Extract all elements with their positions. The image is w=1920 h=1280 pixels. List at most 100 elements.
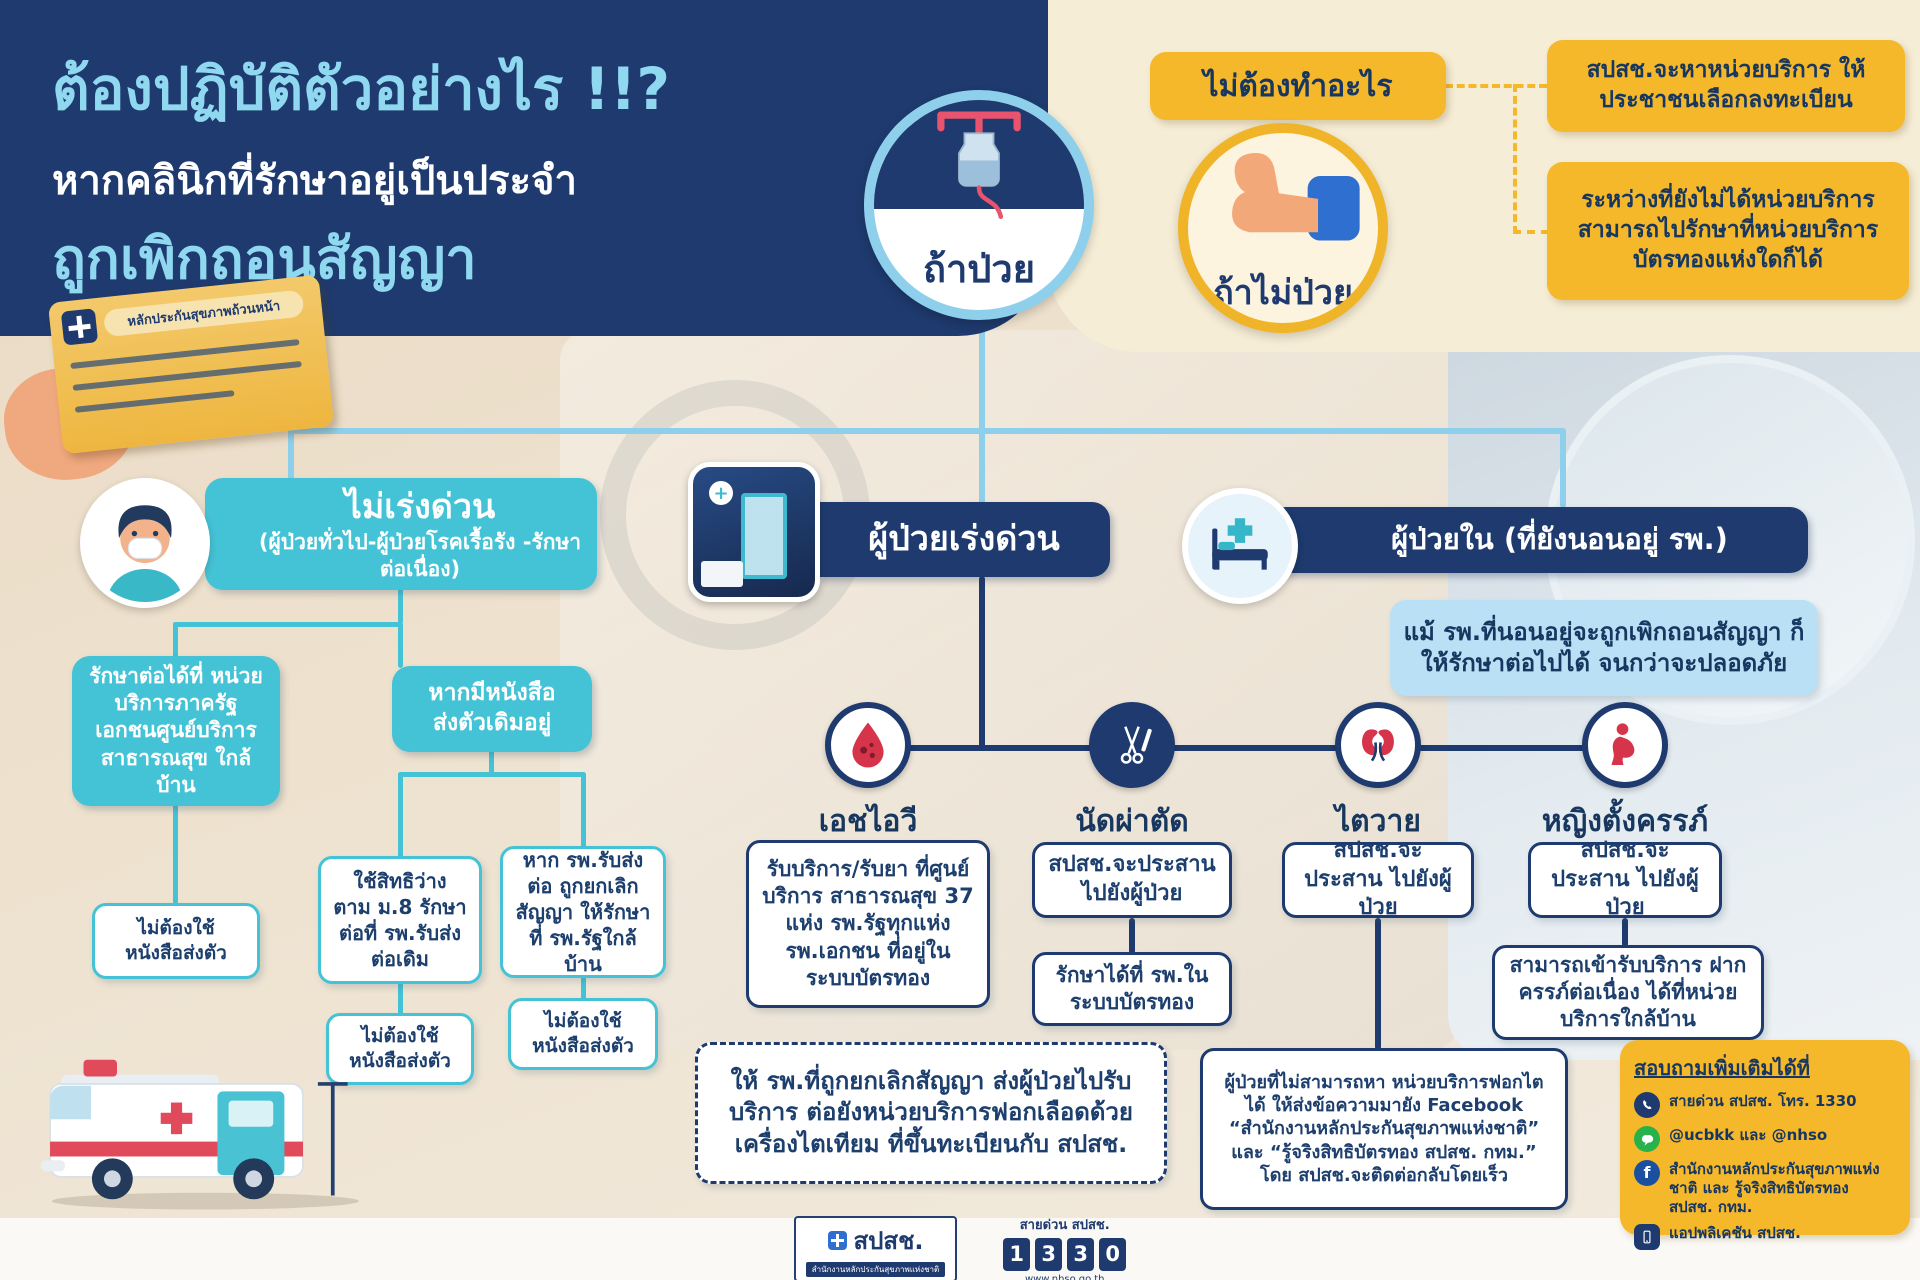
no-action-note-2: ระหว่างที่ยังไม่ได้หน่วยบริการ สามารถไปร…: [1547, 162, 1909, 300]
hotline-digit: 0: [1099, 1237, 1127, 1271]
connector-line: [398, 772, 584, 777]
card-text-line: [72, 360, 302, 391]
ambulance-illustration: [40, 1059, 359, 1210]
surgery-node: [1089, 702, 1175, 788]
connector-line: [288, 428, 294, 482]
hotline-digit: 1: [1003, 1237, 1031, 1271]
clinic-counter: [701, 561, 743, 587]
pregnant-woman-icon: [1611, 723, 1635, 765]
connector-line: [489, 750, 494, 776]
clinic-photo-thumb: +: [688, 462, 820, 602]
connector-line: [398, 588, 403, 624]
connector-line: [1375, 918, 1381, 1050]
hiv-label: เอชไอวี: [818, 804, 918, 839]
nhso-logo-text: สปสช.: [853, 1227, 924, 1255]
kidney-extra-box: ผู้ป่วยที่ไม่สามารถหา หน่วยบริการฟอกไตได…: [1200, 1048, 1568, 1210]
dashed-connector: [1513, 230, 1549, 234]
no-action-note-1: สปสช.จะหาหน่วยบริการ ให้ประชาชนเลือกลงทะ…: [1547, 40, 1905, 132]
non-urgent-title: ไม่เร่งด่วน: [344, 486, 496, 527]
page-title-line1: ต้องปฏิบัติตัวอย่างไร !!?: [52, 55, 671, 123]
contact-phone-text: สายด่วน สปสช. โทร. 1330: [1669, 1092, 1857, 1110]
mobile-app-icon: [1634, 1224, 1660, 1251]
clinic-cross-icon: +: [709, 481, 733, 505]
line-chat-icon: [1634, 1126, 1660, 1152]
blood-drop-icon: [852, 722, 884, 768]
pregnant-label: หญิงตั้งครรภ์: [1541, 804, 1709, 839]
contact-line-text: @ucbkk และ @nhso: [1669, 1126, 1828, 1144]
hotline-digit: 3: [1035, 1237, 1063, 1271]
dashed-connector: [1445, 84, 1547, 88]
connector-line: [581, 772, 586, 848]
kidneys-icon: [1362, 729, 1394, 762]
surgery-tools-icon: [1120, 726, 1152, 764]
kidney-detail-box: สปสช.จะประสาน ไปยังผู้ป่วย: [1282, 838, 1474, 920]
hotline-label: สายด่วน สปสช.: [1019, 1217, 1110, 1233]
phone-icon: [1634, 1092, 1660, 1118]
health-card-illustration: หลักประกันสุขภาพถ้วนหน้า: [0, 265, 351, 486]
if-not-sick-node: ถ้าไม่ป่วย: [1178, 123, 1388, 333]
pregnant-node: [1582, 702, 1668, 788]
connector-line: [979, 428, 985, 504]
nhso-emblem-icon: [827, 1231, 847, 1250]
connector-line: [173, 622, 178, 658]
treat-public-box: รักษาต่อได้ที่ หน่วยบริการภาครัฐ เอกชนศู…: [72, 656, 280, 806]
iv-drip-icon: [937, 111, 1021, 220]
pregnant-extra-box: สามารถเข้ารับบริการ ฝากครรภ์ต่อเนื่อง ได…: [1492, 945, 1764, 1040]
clinic-door: [741, 493, 787, 579]
kidney-node: [1335, 702, 1421, 788]
hiv-node: [825, 702, 911, 788]
contact-box: สอบถามเพิ่มเติมได้ที่ สายด่วน สปสช. โทร.…: [1620, 1040, 1910, 1251]
hospital-bed-icon: [1212, 518, 1268, 570]
contact-app-text: แอปพลิเคชัน สปสช.: [1669, 1224, 1801, 1243]
connector-line: [1622, 918, 1628, 947]
connector-line: [398, 982, 403, 1015]
dialysis-note-box: ให้ รพ.ที่ถูกยกเลิกสัญญา ส่งผู้ป่วยไปรับ…: [695, 1042, 1167, 1184]
referral-cancelled-box: หาก รพ.รับส่งต่อ ถูกยกเลิกสัญญา ให้รักษา…: [500, 846, 666, 978]
connector-line: [173, 622, 401, 627]
inpatient-header: ผู้ป่วยใน (ที่ยังนอนอยู่ รพ.): [1268, 507, 1808, 573]
connector-line: [398, 622, 403, 668]
strong-arm-icon: [1232, 152, 1360, 241]
surgery-extra-box: รักษาได้ที่ รพ.ในระบบบัตรทอง: [1032, 952, 1232, 1026]
has-referral-box: หากมีหนังสือ ส่งตัวเดิมอยู่: [392, 666, 592, 752]
card-cross-icon: [60, 308, 99, 346]
facebook-icon: f: [1634, 1160, 1660, 1186]
if-sick-label: ถ้าป่วย: [922, 247, 1036, 291]
connector-line: [1129, 918, 1135, 954]
no-referral-box-2: ไม่ต้องใช้ หนังสือส่งตัว: [326, 1013, 474, 1085]
connector-line: [288, 428, 1565, 434]
card-text-line: [74, 390, 235, 413]
contact-title: สอบถามเพิ่มเติมได้ที่: [1634, 1056, 1810, 1080]
connector-line: [581, 976, 586, 1000]
contact-line-row: @ucbkk และ @nhso: [1634, 1126, 1896, 1152]
page-title-line2: หากคลินิกที่รักษาอยู่เป็นประจำ: [52, 158, 577, 204]
non-urgent-header: ไม่เร่งด่วน (ผู้ป่วยทั่วไป-ผู้ป่วยโรคเรื…: [205, 478, 597, 590]
nhso-logo-row: สปสช.: [827, 1221, 924, 1260]
hotline-block: สายด่วน สปสช. 1 3 3 0 www.nhso.go.th: [1003, 1214, 1127, 1280]
connector-line: [398, 772, 403, 858]
connector-line: [173, 804, 178, 904]
pregnant-detail-box: สปสช.จะประสาน ไปยังผู้ป่วย: [1528, 838, 1722, 920]
hiv-detail-box: รับบริการ/รับยา ที่ศูนย์บริการ สาธารณสุข…: [746, 840, 990, 1008]
no-action-box: ไม่ต้องทำอะไร: [1150, 52, 1446, 120]
m8-rights-box: ใช้สิทธิว่าง ตาม ม.8 รักษาต่อที่ รพ.รับส…: [318, 856, 482, 984]
footer-bar: สปสช. สำนักงานหลักประกันสุขภาพแห่งชาติ ส…: [0, 1216, 1920, 1280]
if-not-sick-label: ถ้าไม่ป่วย: [1213, 273, 1353, 313]
no-referral-box-1: ไม่ต้องใช้ หนังสือส่งตัว: [92, 903, 260, 979]
contact-facebook-row: f สำนักงานหลักประกันสุขภาพแห่งชาติ และ ร…: [1634, 1160, 1896, 1216]
masked-person-icon: [86, 484, 204, 602]
surgery-label: นัดผ่าตัด: [1075, 804, 1189, 839]
connector-line: [979, 576, 985, 748]
hotline-digit: 3: [1067, 1237, 1095, 1271]
kidney-label: ไตวาย: [1335, 804, 1421, 839]
nhso-logo: สปสช. สำนักงานหลักประกันสุขภาพแห่งชาติ: [793, 1216, 958, 1280]
patient-avatar: [80, 478, 210, 608]
website-text: www.nhso.go.th: [1024, 1273, 1105, 1280]
gold-card: หลักประกันสุขภาพถ้วนหน้า: [47, 274, 335, 455]
contact-phone-row: สายด่วน สปสช. โทร. 1330: [1634, 1092, 1896, 1118]
inpatient-note-box: แม้ รพ.ที่นอนอยู่จะถูกเพิกถอนสัญญา ก็ให้…: [1390, 600, 1818, 696]
connector-line: [1560, 428, 1566, 508]
connector-line: [868, 745, 1625, 751]
surgery-detail-box: สปสช.จะประสาน ไปยังผู้ป่วย: [1032, 842, 1232, 918]
